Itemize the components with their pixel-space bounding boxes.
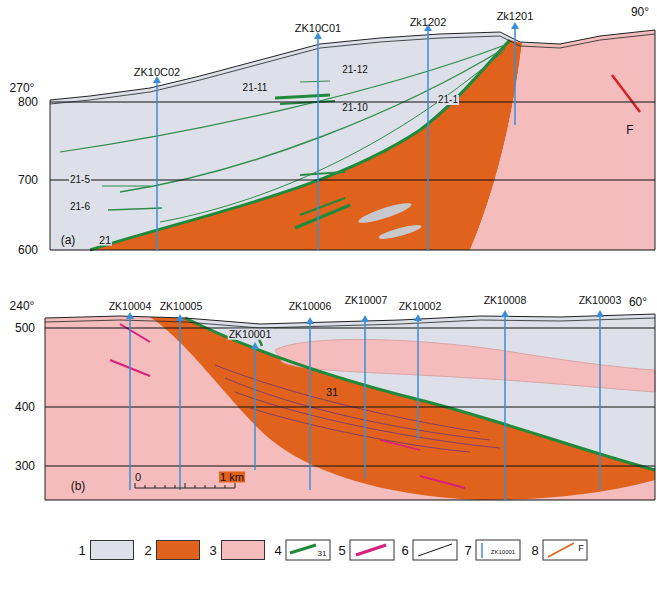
label: F (625, 124, 634, 136)
label: 21-11 (242, 83, 269, 93)
label: (a) (60, 234, 77, 246)
label: ZK10C02 (133, 67, 181, 78)
label: ZK10007 (344, 295, 389, 306)
label: ZK10002 (398, 301, 443, 312)
label: 21-12 (341, 65, 369, 75)
label: 400 (14, 401, 36, 413)
section-a (50, 28, 655, 250)
label: ZK10001 (490, 549, 516, 555)
legend-swatch (221, 540, 265, 560)
legend-text: 3 (208, 544, 217, 557)
label: ZK10C01 (294, 23, 342, 34)
label: 800 (17, 96, 39, 108)
label: ZK10004 (108, 301, 153, 312)
label: ZK10008 (483, 295, 528, 306)
legend-text: 7 (463, 544, 472, 557)
legend-text: 1 (77, 544, 86, 557)
label: 0 (134, 472, 142, 483)
legend-swatch (156, 540, 200, 560)
label: 60° (628, 296, 648, 308)
legend-samples (286, 540, 587, 560)
label: 700 (17, 174, 39, 186)
label: F (577, 544, 585, 553)
label: 31 (317, 550, 328, 558)
legend-text: 6 (400, 544, 409, 557)
label: Zk1201 (496, 11, 535, 22)
label: ZK10001 (228, 329, 273, 340)
label: 31 (325, 387, 339, 398)
label: 90° (630, 6, 650, 18)
label: 240° (9, 300, 36, 312)
label: 500 (14, 322, 36, 334)
label: ZK10003 (578, 295, 623, 306)
label: ZK10006 (288, 301, 333, 312)
legend-swatch (90, 540, 134, 560)
label: 600 (17, 244, 39, 256)
legend-text: 8 (530, 544, 539, 557)
legend-text: 2 (143, 544, 152, 557)
label: 21-10 (341, 103, 369, 113)
label: 21-1 (437, 95, 459, 105)
legend-text: 4 (273, 544, 282, 557)
label: 270° (9, 82, 36, 94)
section-b (45, 314, 655, 500)
label: (b) (70, 480, 87, 492)
label: 21-5 (69, 175, 91, 185)
label: ZK10005 (159, 301, 204, 312)
label: 21 (98, 235, 112, 246)
legend-text: 5 (337, 544, 346, 557)
label: 1 km (219, 472, 245, 483)
label: 21-6 (69, 202, 91, 212)
label: 300 (14, 460, 36, 472)
label: Zk1202 (409, 17, 448, 28)
